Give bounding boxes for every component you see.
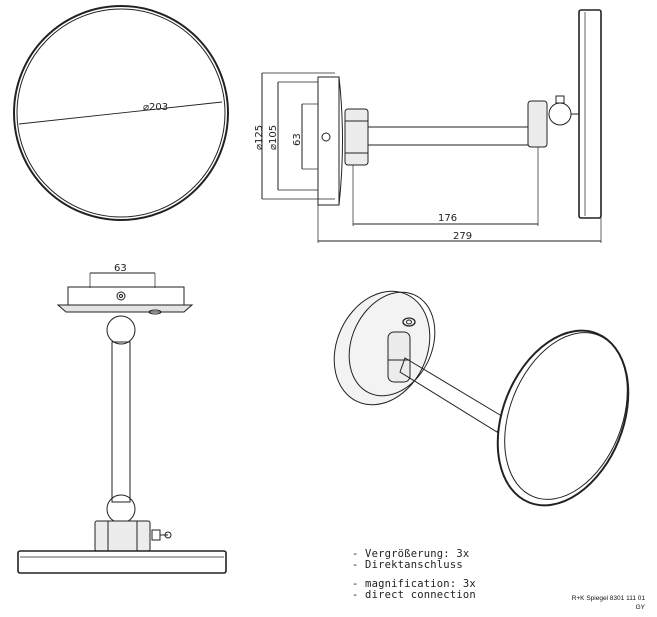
top-ball-joint	[106, 315, 136, 345]
top-mirror-edge	[17, 550, 227, 574]
side-view: ⌀125 ⌀105 63 176 279	[254, 9, 602, 243]
perspective-view	[333, 290, 630, 507]
bottom-joint	[94, 520, 151, 552]
perspective-joint	[387, 331, 411, 383]
product-code-color: GY	[635, 604, 645, 611]
plate-height-label: 63	[292, 133, 303, 146]
total-depth-label: 279	[453, 231, 472, 242]
note-line: - Vergrößerung: 3x	[352, 548, 470, 560]
notes-english: - magnification: 3x - direct connection	[352, 579, 476, 600]
arm-length-label: 176	[438, 213, 457, 224]
top-view: 63	[17, 263, 227, 574]
front-view: ⌀203	[13, 5, 229, 221]
inner-diameter-label: ⌀105	[268, 125, 279, 150]
wall-plate	[317, 76, 340, 206]
diameter-line	[18, 101, 223, 125]
perspective-arm	[399, 357, 506, 433]
perspective-mirror-outer	[496, 329, 630, 507]
ball-joint	[548, 102, 572, 126]
bottom-ball-joint	[106, 494, 136, 524]
top-plate-base	[56, 304, 194, 313]
top-plate	[67, 286, 185, 306]
perspective-plate-face	[348, 291, 436, 397]
mirror-outer-circle	[13, 5, 229, 221]
top-arm	[111, 341, 131, 503]
product-code: R+K Spiegel 8301 111 01 GY	[572, 594, 645, 612]
plate-width-label: 63	[114, 263, 127, 274]
plate-screw	[321, 132, 331, 142]
perspective-mirror-inner	[504, 332, 628, 500]
product-code-line: R+K Spiegel 8301 111 01	[571, 595, 645, 602]
note-line: - Direktanschluss	[352, 558, 463, 571]
note-line: - direct connection	[352, 588, 476, 601]
wall-joint	[344, 108, 369, 166]
note-line: - magnification: 3x	[352, 578, 476, 590]
side-arm	[367, 126, 529, 146]
mirror-diameter-label: ⌀203	[143, 102, 168, 113]
notes-german: - Vergrößerung: 3x - Direktanschluss	[352, 549, 476, 570]
mirror-inner-circle	[16, 8, 226, 218]
plate-diameter-label: ⌀125	[254, 125, 265, 150]
mirror-edge	[578, 9, 602, 219]
wall-plate-bevel	[338, 76, 343, 206]
mirror-joint	[527, 100, 548, 148]
product-notes: - Vergrößerung: 3x - Direktanschluss - m…	[352, 549, 476, 609]
